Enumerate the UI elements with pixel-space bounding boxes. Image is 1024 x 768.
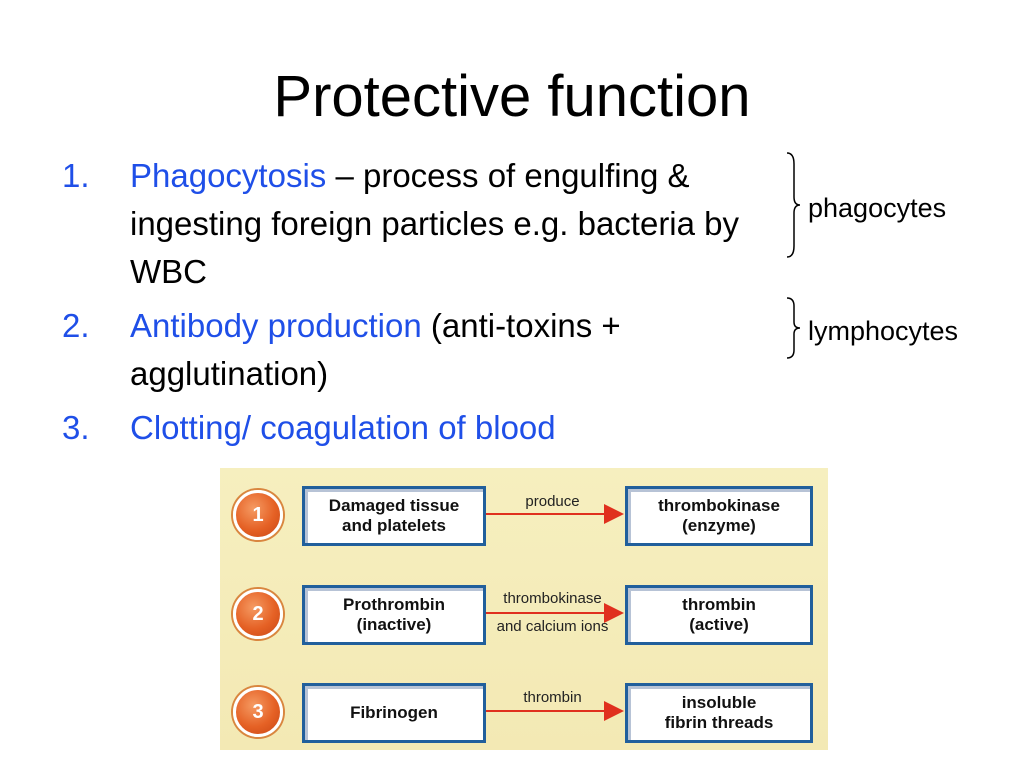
box-line: fibrin threads (664, 713, 774, 732)
bullet-list: 1. Phagocytosis – process of engulfing &… (62, 152, 782, 458)
box-line: thrombokinase (658, 496, 780, 515)
arrow-label-secondary: and calcium ions (496, 618, 609, 635)
step-number-badge: 1 (233, 490, 283, 540)
list-item-highlight: Phagocytosis (130, 157, 327, 194)
box-line: (active) (689, 615, 749, 634)
box-line: insoluble (681, 693, 757, 712)
source-box: Fibrinogen (302, 683, 486, 743)
box-line: Fibrinogen (350, 703, 438, 722)
slide-title: Protective function (273, 64, 751, 129)
list-item-text: – process of engulfing & ingesting forei… (130, 157, 740, 290)
box-line: (enzyme) (682, 516, 756, 535)
product-box: thrombokinase(enzyme) (625, 486, 813, 546)
list-item-phagocytosis: 1. Phagocytosis – process of engulfing &… (62, 152, 782, 296)
list-item-antibody: 2. Antibody production (anti-toxins + ag… (62, 302, 782, 398)
list-number: 3. (62, 409, 90, 446)
list-number: 2. (62, 307, 90, 344)
brace-lymphocytes (786, 297, 801, 359)
side-label-lymphocytes: lymphocytes (808, 316, 959, 346)
step-number-badge: 3 (233, 687, 283, 737)
box-line: (inactive) (356, 615, 432, 634)
arrow-layer (485, 504, 624, 721)
list-number: 1. (62, 157, 90, 194)
list-item-highlight: Clotting/ coagulation of blood (130, 409, 556, 446)
arrow-label: thrombokinase (503, 590, 602, 607)
brace-phagocytes (786, 152, 801, 258)
arrow-label: thrombin (523, 689, 582, 706)
product-box: thrombin(active) (625, 585, 813, 645)
list-item-text: (anti-toxins + agglutination) (130, 307, 621, 392)
list-item-highlight: Antibody production (130, 307, 422, 344)
box-line: Prothrombin (343, 595, 445, 614)
source-box: Prothrombin(inactive) (302, 585, 486, 645)
list-item-clotting: 3. Clotting/ coagulation of blood (62, 404, 782, 452)
box-line: Damaged tissue (328, 496, 460, 515)
box-line: and platelets (342, 516, 446, 535)
arrow-label: produce (525, 493, 580, 510)
box-line: thrombin (682, 595, 756, 614)
step-number-badge: 2 (233, 589, 283, 639)
side-label-phagocytes: phagocytes (808, 193, 947, 223)
